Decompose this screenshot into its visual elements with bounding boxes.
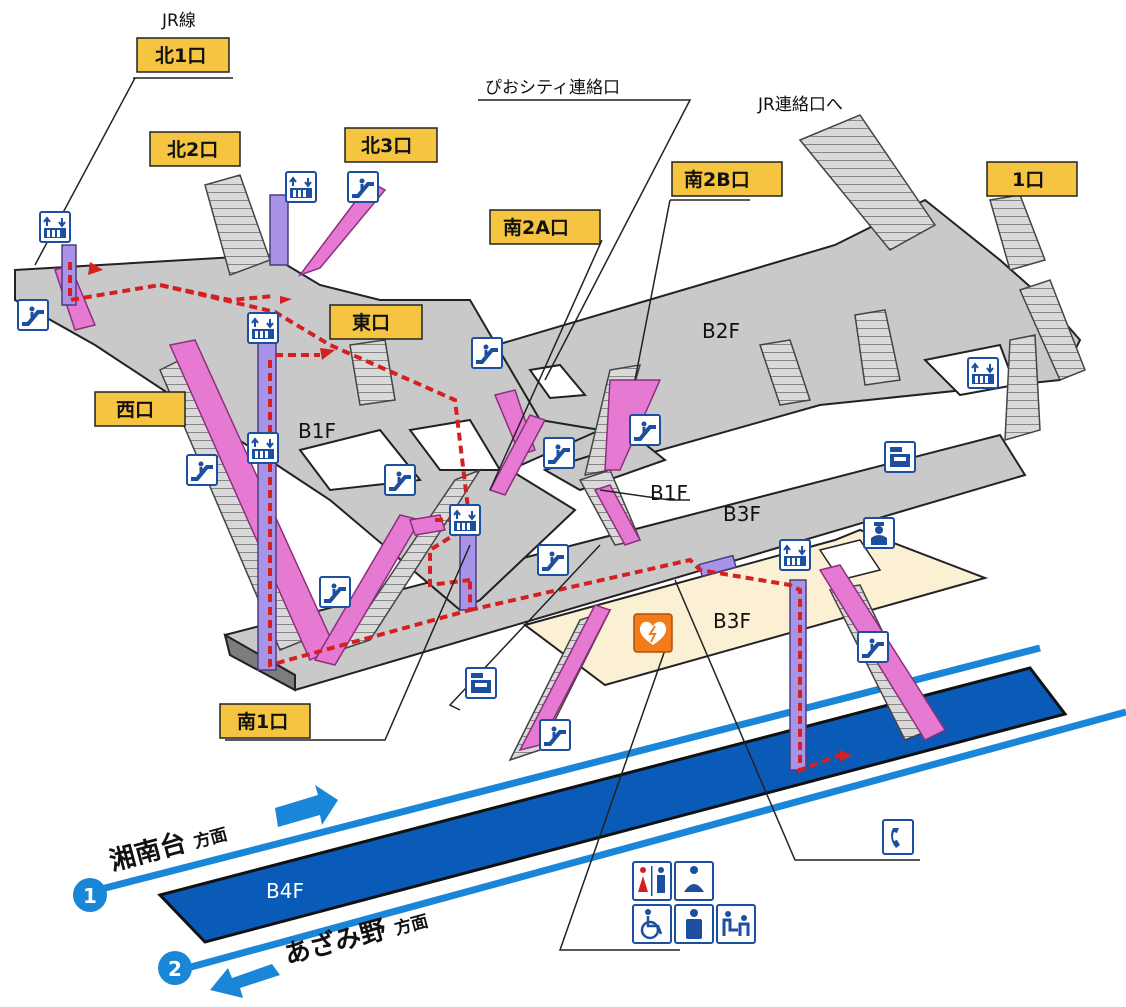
track2-destination: あざみ野	[281, 914, 389, 971]
elevator-icon	[449, 504, 481, 536]
exit-south1: 南1口	[219, 703, 311, 739]
floor-b4f: B4F	[266, 879, 304, 903]
escalator-icon	[542, 436, 576, 470]
escalator-icon	[383, 463, 417, 497]
svg-text:北1口: 北1口	[155, 45, 206, 67]
floor-b3f-concourse: B3F	[713, 609, 751, 633]
track2-suffix: 方面	[392, 911, 430, 940]
floor-b3f: B3F	[723, 502, 761, 526]
track1-badge	[73, 878, 107, 912]
exit-north3: 北3口	[344, 127, 438, 163]
pio-city-label: ぴおシティ連絡口	[485, 78, 620, 98]
floor-b1f: B1F	[298, 419, 336, 443]
svg-text:南2B口: 南2B口	[684, 169, 750, 191]
elevator-icon	[285, 171, 317, 203]
route-arrows	[88, 262, 852, 762]
exit-south2b: 南2B口	[671, 161, 783, 197]
telephone-icon	[882, 819, 914, 855]
escalator-icon	[346, 170, 380, 204]
restroom-icon	[632, 861, 672, 901]
svg-text:南1口: 南1口	[237, 711, 288, 733]
elevator-icon	[39, 211, 71, 243]
ticket-machine-icon	[465, 667, 497, 699]
svg-text:北3口: 北3口	[361, 135, 412, 157]
svg-text:東口: 東口	[352, 311, 390, 334]
track1-arrow	[275, 785, 338, 827]
exit-north1: 北1口	[136, 37, 230, 73]
exit-north2: 北2口	[149, 131, 241, 167]
aed-icon	[633, 613, 673, 653]
svg-text:南2A口: 南2A口	[503, 217, 569, 239]
exit-south2a: 南2A口	[489, 209, 601, 245]
track2-arrow	[210, 964, 280, 998]
exit-1: 1口	[986, 161, 1078, 197]
escalator-icon	[470, 336, 504, 370]
escalator-icon	[628, 413, 662, 447]
wheelchair-restroom-icon	[632, 904, 672, 944]
escalator-icon	[856, 630, 890, 664]
escalator-icon	[318, 575, 352, 609]
floor-b1f-secondary: B1F	[650, 481, 688, 505]
elevator-icon	[779, 539, 811, 571]
elevator-icon	[247, 432, 279, 464]
escalator-icon	[538, 718, 572, 752]
ostomate-icon	[674, 904, 714, 944]
svg-text:1口: 1口	[1012, 169, 1044, 191]
multipurpose-seat-icon	[716, 904, 756, 944]
baby-care-icon	[674, 861, 714, 901]
escalator-icon	[185, 453, 219, 487]
escalator-icon	[536, 543, 570, 577]
elevator-icon	[967, 357, 999, 389]
track2-badge	[158, 951, 192, 985]
escalators	[54, 181, 947, 752]
jr-line-label: JR線	[161, 11, 196, 31]
platform-b4f	[157, 666, 1068, 944]
ticket-machine-icon	[884, 441, 916, 473]
floor-b2f: B2F	[702, 319, 740, 343]
elevator-icon	[247, 312, 279, 344]
jr-connection-label: JR連絡口へ	[757, 95, 843, 115]
svg-text:北2口: 北2口	[167, 139, 218, 161]
svg-text:西口: 西口	[116, 399, 154, 421]
station-staff-icon	[863, 517, 895, 549]
escalator-icon	[16, 298, 50, 332]
exit-west: 西口	[94, 391, 186, 427]
track1-number: 1	[83, 884, 97, 908]
track1-suffix: 方面	[191, 824, 229, 853]
exit-east: 東口	[329, 304, 423, 340]
track2-number: 2	[168, 957, 182, 981]
